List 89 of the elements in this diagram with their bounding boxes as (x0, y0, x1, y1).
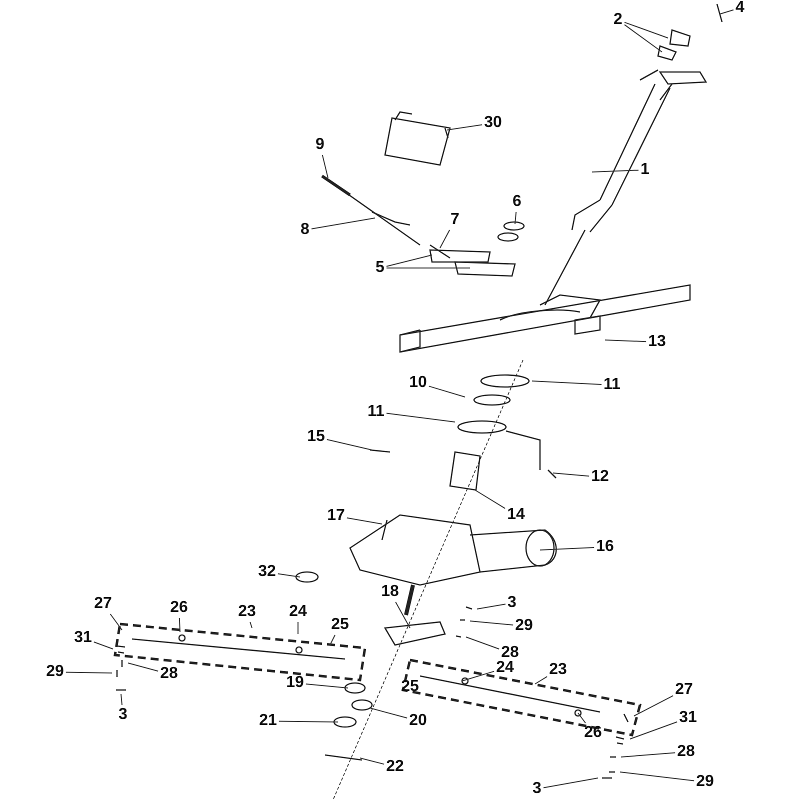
callout-number: 10 (409, 374, 427, 392)
leader-line (592, 170, 639, 172)
leader-line (277, 573, 300, 578)
callout-number: 29 (696, 773, 714, 791)
leader-line (65, 672, 112, 674)
leader-line (370, 708, 408, 718)
leader-line (532, 380, 602, 385)
callout-number: 11 (368, 403, 384, 421)
leader-line (604, 340, 647, 342)
leader-line (466, 636, 500, 650)
leader-line (476, 604, 506, 610)
leader-line (322, 154, 328, 178)
callout-number: 2 (614, 11, 622, 29)
callout-number: 31 (679, 709, 697, 727)
leader-line (543, 778, 598, 788)
leader-line (552, 472, 590, 477)
leader-line (326, 439, 372, 450)
callout-number: 27 (675, 681, 693, 699)
leader-line (474, 490, 506, 509)
leader-line (386, 254, 432, 267)
callout-number: 25 (331, 616, 349, 634)
leader-line (720, 9, 734, 14)
leader-line (534, 676, 548, 684)
leader-line (470, 620, 514, 626)
leader-line (620, 772, 695, 782)
leader-line (440, 230, 450, 248)
callout-number: 20 (409, 712, 427, 730)
leader-line (514, 212, 517, 224)
callout-number: 28 (501, 644, 519, 662)
callout-number: 32 (258, 563, 276, 581)
leader-line (446, 124, 483, 130)
leader-line (110, 614, 122, 630)
callout-number: 24 (496, 659, 514, 677)
callout-number: 26 (170, 599, 188, 617)
callout-number: 14 (507, 506, 525, 524)
leader-line (620, 752, 676, 758)
callout-number: 4 (736, 0, 744, 17)
leader-line (178, 618, 180, 632)
leader-line (395, 602, 410, 628)
callout-number: 1 (640, 161, 650, 179)
leader-line (346, 517, 382, 524)
callout-number: 8 (300, 221, 310, 239)
leader-line (311, 218, 376, 230)
callout-number: 15 (307, 428, 325, 446)
callout-number: 12 (591, 468, 609, 486)
callout-number: 26 (584, 724, 602, 742)
callout-number: 27 (94, 595, 112, 613)
callout-number: 3 (118, 706, 128, 724)
callout-number: 9 (316, 136, 324, 154)
callout-number: 23 (238, 603, 256, 621)
callout-number: 31 (74, 629, 92, 647)
callout-number: 30 (484, 114, 502, 132)
leader-line (386, 412, 456, 422)
callout-number: 3 (508, 594, 516, 612)
callout-number: 23 (549, 661, 567, 679)
callout-number: 21 (259, 712, 277, 730)
callout-number: 13 (648, 333, 666, 351)
leader-line (578, 712, 586, 724)
callout-number: 19 (286, 674, 304, 692)
callout-number: 18 (381, 583, 399, 601)
callout-number: 7 (450, 211, 460, 229)
leader-line (278, 720, 338, 722)
callout-number: 5 (376, 259, 384, 277)
leader-line (624, 22, 668, 38)
callout-number: 28 (160, 665, 178, 683)
callout-number: 29 (46, 663, 64, 681)
callout-number: 6 (512, 193, 522, 211)
leader-line (428, 386, 466, 398)
leader-line (330, 634, 336, 646)
leader-line (250, 622, 252, 628)
callout-number: 25 (401, 678, 419, 696)
leader-line (462, 670, 495, 682)
callout-number: 11 (604, 376, 620, 394)
callout-number: 28 (677, 743, 695, 761)
leader-line (120, 694, 122, 706)
callout-number: 24 (289, 603, 307, 621)
leader-line (634, 695, 674, 716)
leader-line (630, 721, 678, 740)
leader-line (128, 662, 159, 672)
callout-number: 16 (596, 538, 614, 556)
callout-number: 29 (515, 617, 533, 635)
leader-line (305, 684, 348, 688)
leader-line (540, 547, 595, 550)
callout-number: 22 (386, 758, 404, 776)
leader-line (360, 758, 385, 765)
callout-number: 3 (532, 780, 542, 798)
leader-line (624, 24, 662, 52)
leader-line (93, 642, 114, 650)
callout-number: 17 (327, 507, 345, 525)
